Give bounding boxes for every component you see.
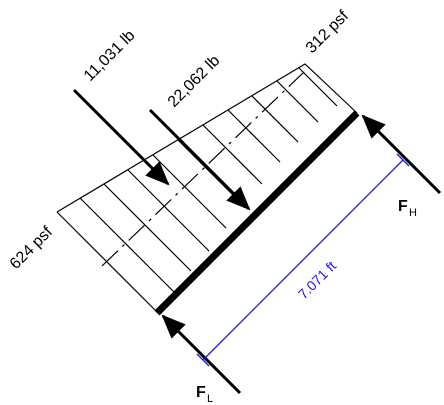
reaction-label-upper: F H bbox=[398, 198, 417, 219]
force-label-11031: 11,031 lb bbox=[81, 27, 139, 85]
svg-text:F: F bbox=[398, 198, 408, 215]
dimension-label: 7.071 ft bbox=[295, 258, 339, 302]
dimension-line bbox=[196, 153, 410, 367]
pressure-label-bottom: 624 psf bbox=[7, 223, 57, 273]
force-arrow-22062 bbox=[148, 108, 251, 211]
reaction-arrow-upper bbox=[361, 114, 442, 195]
svg-text:L: L bbox=[207, 393, 213, 405]
reaction-label-lower: F L bbox=[196, 384, 213, 405]
pressure-label-top: 312 psf bbox=[303, 7, 353, 57]
reaction-arrow-lower bbox=[161, 314, 242, 395]
svg-text:F: F bbox=[196, 384, 206, 401]
gate bbox=[154, 110, 360, 316]
force-arrow-11031 bbox=[72, 88, 170, 186]
force-label-22062: 22,062 lb bbox=[165, 52, 224, 111]
svg-text:H: H bbox=[409, 207, 417, 219]
